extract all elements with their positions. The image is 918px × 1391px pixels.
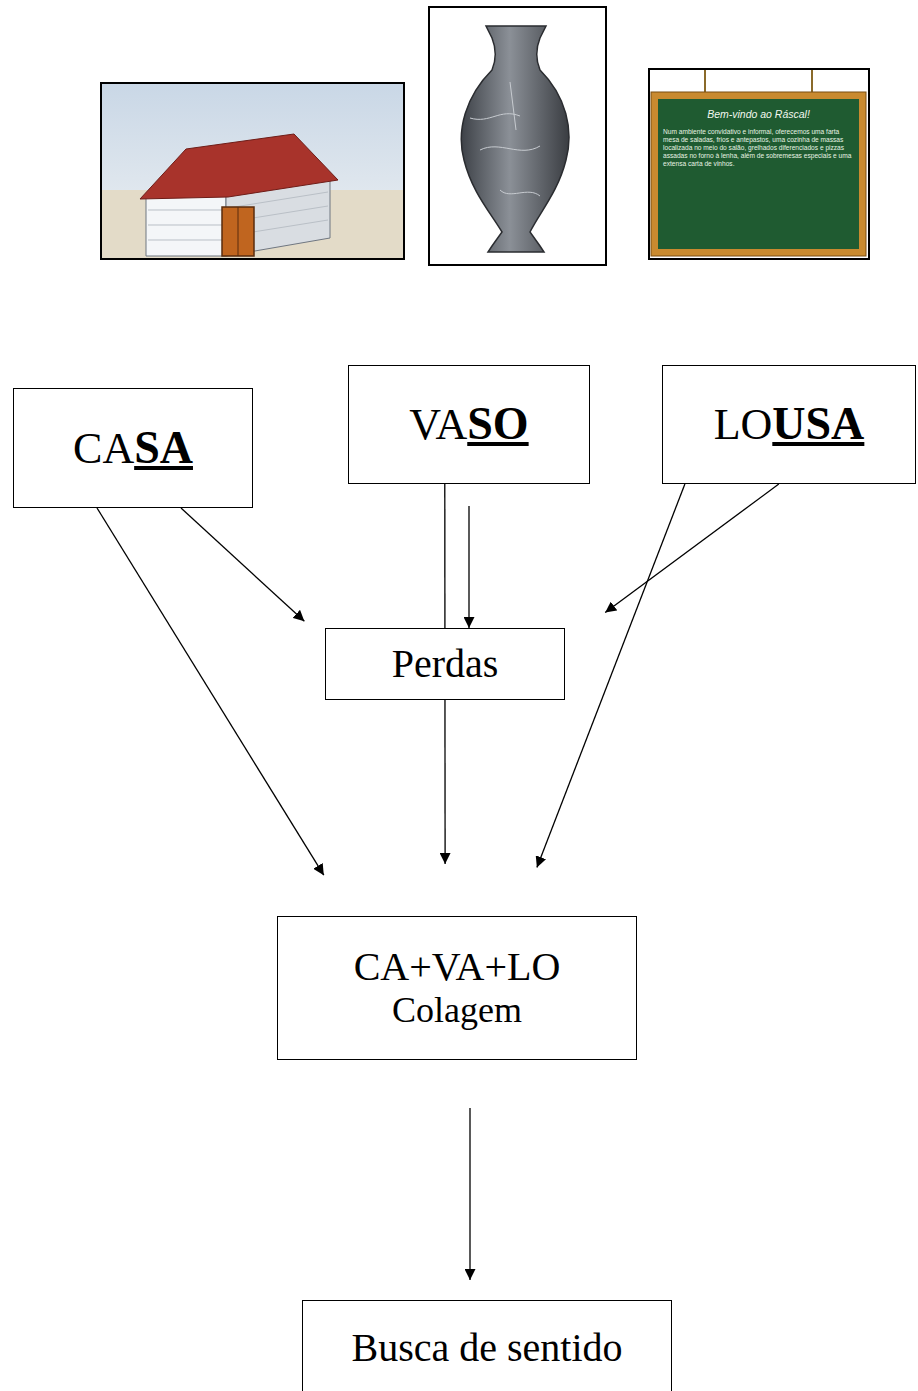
hanging-string xyxy=(704,70,706,94)
box-text: Perdas xyxy=(392,641,499,687)
vase-cracks xyxy=(470,82,540,196)
box-text: LO xyxy=(714,400,773,449)
word-box: VASO xyxy=(348,365,590,484)
vase-picture xyxy=(429,7,606,265)
board-heading: Bem-vindo ao Ráscal! xyxy=(662,108,855,121)
sky xyxy=(101,83,404,259)
arrow-connector xyxy=(181,508,304,621)
process-box: Perdas xyxy=(325,628,565,700)
arrow-connector xyxy=(469,1108,470,1280)
picture-ground xyxy=(429,7,606,265)
hanging-string xyxy=(811,70,813,94)
emphasized-syllables: SO xyxy=(467,398,528,449)
board-surface xyxy=(658,99,859,249)
box-text: Busca de sentido xyxy=(351,1325,622,1371)
text-group: CASA xyxy=(73,422,193,475)
text-group: LOUSA xyxy=(714,398,865,451)
emphasized-syllables: SA xyxy=(134,422,193,473)
emphasized-syllables: USA xyxy=(772,398,864,449)
box-text: CA xyxy=(73,424,134,473)
text-group: Busca de sentido xyxy=(351,1325,622,1371)
house-picture xyxy=(101,83,404,259)
vase-body xyxy=(461,26,569,252)
word-box: CASA xyxy=(13,388,253,508)
box-text: VA xyxy=(409,400,467,449)
arrow-connector xyxy=(468,506,469,628)
door-line xyxy=(238,207,239,256)
picture-frame xyxy=(429,7,606,265)
word-box: LOUSA xyxy=(662,365,916,484)
board-frame xyxy=(651,92,866,256)
house-roof xyxy=(140,134,338,199)
box-text: Colagem xyxy=(354,990,561,1031)
text-group: VASO xyxy=(409,398,528,451)
process-box: CA+VA+LOColagem xyxy=(277,916,637,1060)
process-box: Busca de sentido xyxy=(302,1300,672,1391)
picture-frame xyxy=(101,83,404,259)
text-group: CA+VA+LOColagem xyxy=(354,944,561,1031)
picture-frame xyxy=(649,69,869,259)
chalkboard-picture xyxy=(649,69,869,259)
board-body: Num ambiente convidativo e informal, ofe… xyxy=(663,128,855,168)
text-group: Perdas xyxy=(392,641,499,687)
arrow-connector xyxy=(605,484,779,613)
house-door xyxy=(222,207,254,256)
box-text: CA+VA+LO xyxy=(354,944,561,990)
arrow-connector xyxy=(97,508,324,875)
picture-ground xyxy=(649,69,869,259)
